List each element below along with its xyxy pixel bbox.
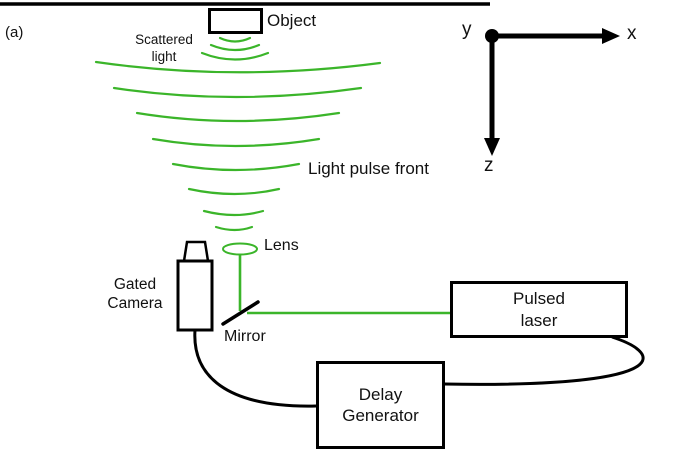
lens-shape [222, 242, 258, 256]
axis-x-label: x [627, 23, 637, 44]
x-axis-arrowhead-icon [602, 28, 620, 44]
pulsed-laser-box: Pulsed laser [450, 281, 628, 338]
wavefront-arc [202, 209, 265, 217]
z-axis-arrowhead-icon [484, 138, 500, 156]
coordinate-axes-group [484, 28, 620, 156]
camera-body-shape [176, 259, 214, 332]
panel-label: (a) [5, 24, 24, 41]
light-pulse-front-label: Light pulse front [308, 159, 429, 178]
wavefront-arc [214, 225, 254, 232]
laser-to-delay-cable [443, 335, 645, 386]
camera-barrel-shape [182, 240, 210, 263]
pulsed-laser-label: Pulsed laser [513, 289, 565, 330]
lens-label: Lens [264, 237, 299, 254]
wavefront-arc [94, 60, 382, 74]
wavefront-arc [218, 36, 252, 43]
axis-z-label: z [484, 155, 494, 176]
mirror-line [221, 300, 260, 326]
wavefront-arcs-group [94, 36, 382, 232]
wavefront-arc [200, 51, 270, 61]
delay-generator-label: Delay Generator [342, 384, 419, 425]
gated-camera-label: Gated Camera [107, 276, 163, 313]
scattered-light-label: Scattered light [135, 32, 193, 64]
camera-to-delay-cable [193, 329, 317, 408]
wavefront-arc [209, 43, 261, 52]
mirror-label: Mirror [224, 328, 266, 345]
wavefront-arc [135, 111, 341, 123]
axis-y-label: y [462, 19, 472, 40]
wavefront-arc [171, 162, 301, 172]
wavefront-arc [151, 137, 321, 148]
object-box [208, 8, 263, 34]
wavefront-arc [187, 187, 281, 196]
object-label: Object [267, 11, 317, 30]
wavefront-arc [112, 86, 363, 99]
delay-generator-box: Delay Generator [316, 361, 445, 449]
